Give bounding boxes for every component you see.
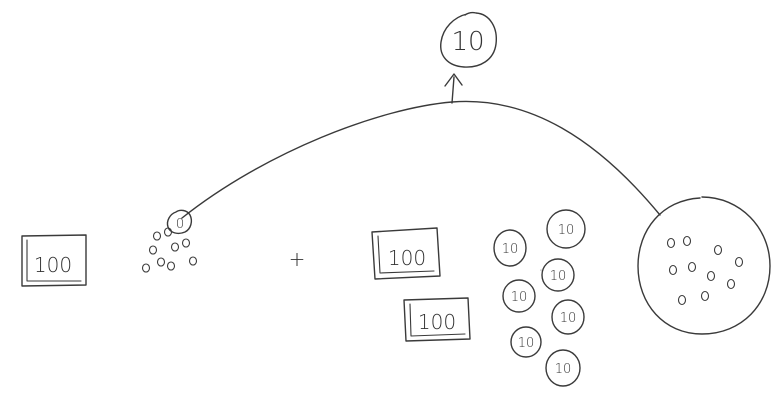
left-hundred-block: 100: [21, 234, 87, 287]
top-ten-label: 10: [451, 27, 484, 57]
ten-circle: 10: [551, 299, 585, 335]
ten-circle: 10: [545, 349, 581, 387]
svg-text:10: 10: [555, 362, 572, 377]
top-ten-circle: 10: [440, 11, 497, 68]
svg-text:10: 10: [518, 336, 535, 351]
grouped-one-circle: [687, 261, 697, 273]
right-hundred-label-2: 100: [418, 310, 456, 334]
grouped-one-circle: [666, 237, 676, 249]
right-hundred-label-1: 100: [388, 246, 426, 270]
svg-text:10: 10: [511, 290, 528, 305]
left-hundred-label: 100: [34, 253, 72, 277]
svg-text:10: 10: [560, 311, 577, 326]
right-hundred-block-2: 100: [403, 297, 471, 342]
ten-circle: 10: [502, 279, 536, 313]
grouped-ones-dots: [666, 235, 744, 306]
grouped-one-circle: [706, 270, 716, 282]
ten-circle: 10: [546, 209, 586, 249]
regroup-arc: [181, 100, 661, 219]
right-tens-group: 10 10 10 10 10 10 10: [493, 209, 586, 387]
grouped-one-circle: [668, 264, 678, 276]
up-arrow-head-icon: [444, 73, 463, 87]
ten-circle: 10: [510, 326, 542, 358]
ten-circle: 10: [541, 258, 575, 292]
grouped-one-circle: [682, 235, 692, 247]
grouped-one-circle: [677, 294, 687, 306]
highlighted-one-label: 0: [176, 217, 184, 232]
grouped-one-circle: [700, 290, 710, 302]
plus-operator: +: [289, 247, 306, 271]
grouped-one-circle: [726, 278, 736, 290]
up-arrow-shaft: [451, 76, 455, 104]
svg-text:10: 10: [550, 269, 567, 284]
grouped-ones-circle: [637, 196, 771, 335]
ten-circle: 10: [493, 229, 527, 267]
left-ones-group: 0: [141, 209, 198, 273]
highlighted-one-circle: [166, 209, 193, 235]
svg-text:10: 10: [502, 242, 519, 257]
svg-text:10: 10: [558, 223, 575, 238]
grouped-one-circle: [734, 256, 744, 268]
right-hundred-block-1: 100: [371, 227, 441, 280]
grouped-one-circle: [713, 244, 723, 256]
